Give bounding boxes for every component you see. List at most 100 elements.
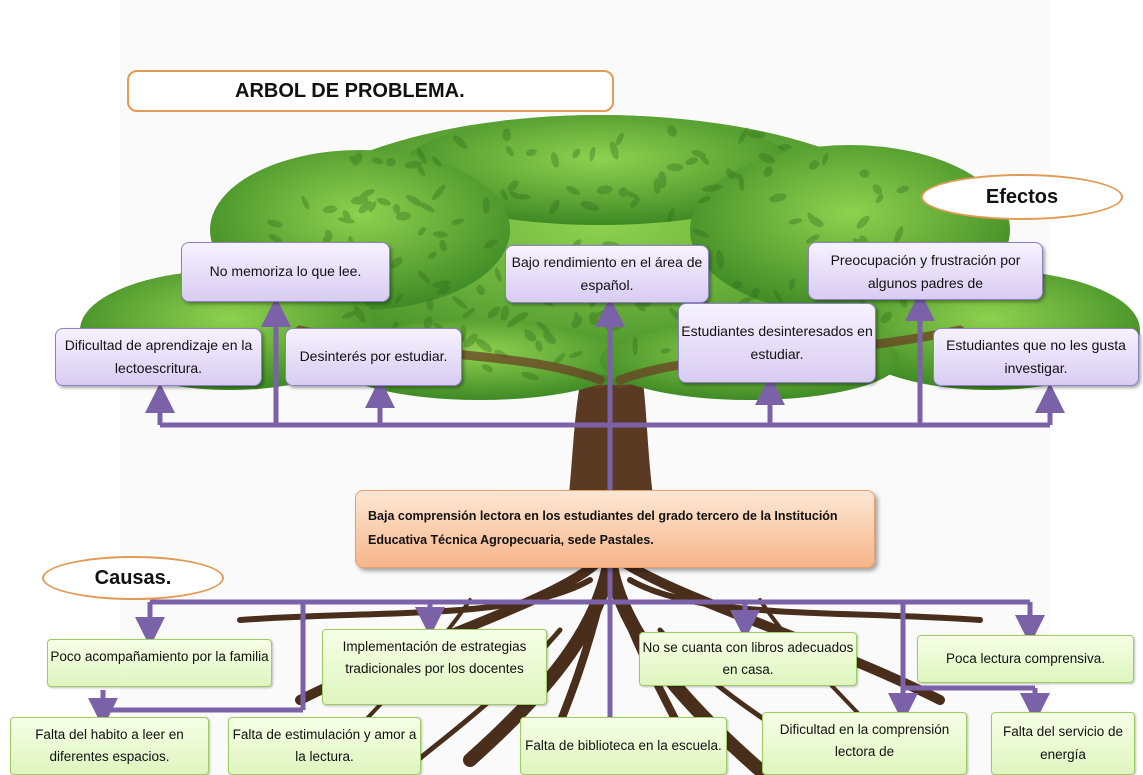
leaf: [632, 336, 639, 356]
leaf: [360, 189, 375, 198]
leaf: [692, 228, 710, 238]
leaf: [500, 188, 508, 201]
leaf: [337, 217, 355, 224]
effect-box-disinterest: Desinterés por estudiar.: [285, 328, 462, 386]
leaf: [807, 212, 817, 225]
leaf: [524, 329, 536, 340]
leaf: [618, 187, 628, 198]
leaf: [609, 141, 619, 160]
leaf: [573, 311, 580, 326]
leaf: [629, 197, 641, 208]
leaf: [325, 229, 333, 241]
leaf: [502, 128, 511, 142]
leaf: [418, 270, 431, 284]
leaf: [572, 148, 581, 159]
leaf: [392, 203, 401, 215]
causes-label: Causas.: [42, 556, 224, 600]
leaf: [821, 152, 829, 166]
cause-box-traditional-strategies: Implementación de estrategias tradiciona…: [322, 629, 547, 705]
leaf: [653, 178, 662, 194]
leaf: [426, 298, 434, 311]
leaf: [566, 185, 580, 196]
leaf: [808, 160, 820, 170]
causes-connectors: [88, 568, 1050, 728]
leaf: [525, 149, 537, 157]
leaf: [385, 158, 396, 167]
leaf: [432, 184, 446, 201]
leaf: [439, 239, 447, 252]
leaf: [506, 146, 514, 157]
cause-box-little-reading: Poca lectura comprensiva.: [917, 635, 1134, 683]
leaf: [357, 190, 370, 204]
leaf: [553, 353, 566, 365]
leaf: [856, 215, 870, 229]
leaf: [500, 305, 510, 321]
leaf: [395, 211, 411, 221]
leaf: [431, 280, 452, 288]
leaf: [725, 168, 735, 180]
cause-box-comprehension-difficulty: Dificultad en la comprensión lectora de: [762, 712, 967, 775]
leaf: [660, 348, 671, 354]
leaf: [349, 155, 359, 166]
leaf: [769, 193, 787, 203]
effect-box-no-research: Estudiantes que no les gusta investigar.: [933, 328, 1139, 386]
leaf: [267, 219, 283, 228]
leaf: [405, 194, 424, 207]
leaf: [738, 127, 749, 144]
leaf: [436, 285, 451, 295]
effect-box-parent-frustration: Preocupación y frustración por algunos p…: [808, 242, 1043, 300]
leaf: [268, 233, 283, 243]
leaf: [509, 191, 521, 199]
effects-label: Efectos: [921, 174, 1123, 220]
leaf: [549, 199, 560, 215]
leaf: [589, 146, 596, 162]
leaf: [763, 166, 773, 177]
leaf: [550, 152, 560, 168]
effect-box-learning-difficulty: Dificultad de aprendizaje en la lectoesc…: [55, 328, 262, 386]
leaf: [507, 180, 519, 192]
leaf: [376, 197, 391, 206]
leaf: [433, 322, 443, 330]
leaf: [716, 250, 725, 270]
leaf: [788, 278, 796, 290]
leaf: [482, 197, 490, 214]
leaf: [494, 267, 502, 283]
leaf: [667, 207, 675, 223]
cause-box-no-library: Falta de biblioteca en la escuela.: [520, 717, 727, 775]
leaf: [698, 196, 712, 204]
leaf: [390, 256, 403, 269]
leaf: [353, 305, 366, 323]
leaf: [371, 157, 384, 165]
leaf: [669, 307, 681, 321]
leaf: [747, 130, 766, 139]
leaf: [358, 201, 372, 214]
leaf: [524, 331, 537, 342]
leaf: [460, 324, 467, 342]
leaf: [731, 280, 743, 289]
leaf: [451, 218, 465, 225]
leaf: [521, 371, 539, 381]
core-problem-box: Baja comprensión lectora en los estudian…: [355, 490, 875, 568]
leaf: [301, 195, 310, 210]
leaf: [624, 190, 639, 199]
leaf: [507, 317, 519, 328]
leaf: [475, 338, 493, 353]
leaf: [633, 300, 646, 312]
leaf: [571, 316, 583, 328]
leaf: [685, 157, 699, 166]
leaf: [322, 205, 338, 214]
leaf: [580, 201, 600, 211]
leaf: [404, 161, 422, 169]
leaf: [808, 216, 824, 228]
leaf: [418, 201, 435, 213]
leaf: [476, 284, 485, 296]
leaf: [872, 184, 883, 195]
leaf: [657, 171, 667, 189]
leaf: [700, 154, 709, 165]
leaf: [353, 152, 363, 164]
leaf: [341, 310, 358, 319]
leaf: [350, 196, 369, 205]
leaf: [342, 210, 351, 221]
leaf: [536, 321, 550, 334]
